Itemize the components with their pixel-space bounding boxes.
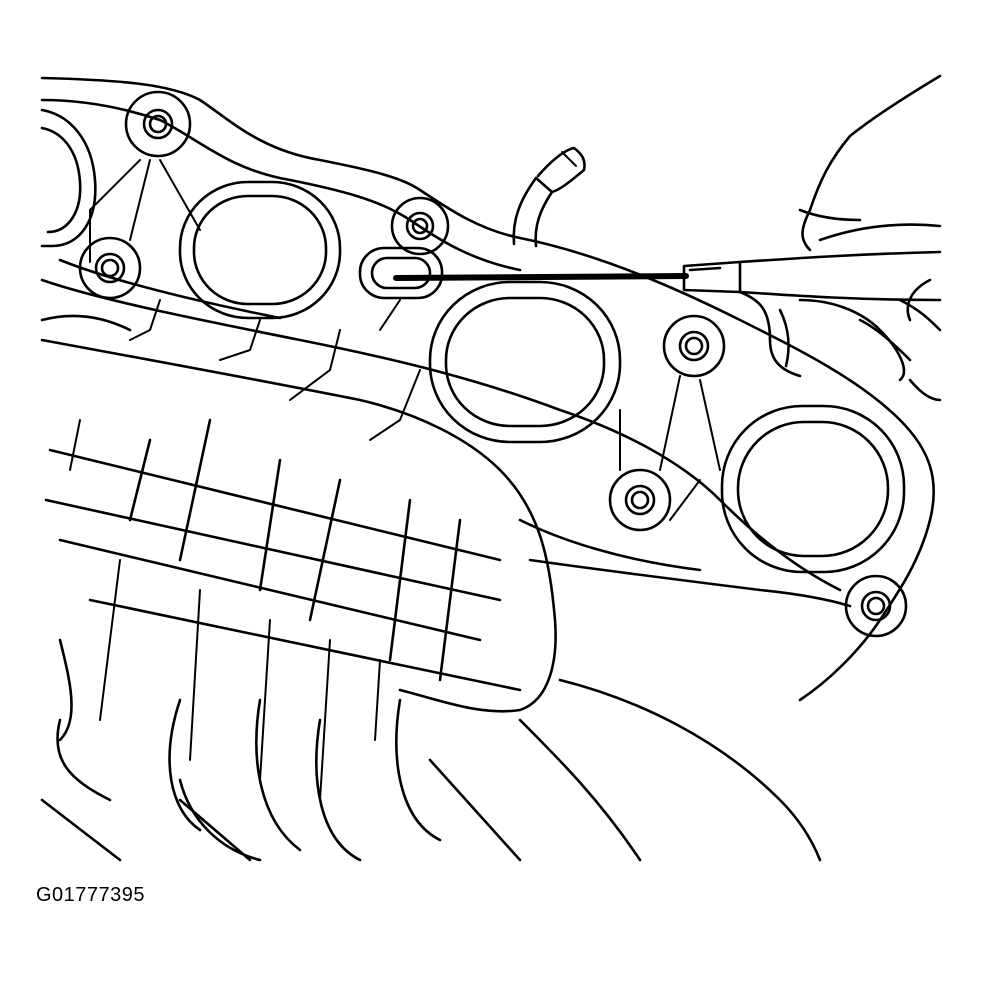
lower-intake-runners — [40, 314, 822, 862]
probe-tool — [393, 250, 942, 302]
slot-port — [358, 246, 444, 300]
vacuum-hose — [512, 146, 586, 248]
port-gasket-1 — [40, 108, 97, 248]
figure-id-label: G01777395 — [36, 884, 146, 906]
bolt-boss — [124, 90, 192, 158]
port-gasket-2 — [178, 180, 342, 320]
bolt-boss — [390, 196, 450, 256]
gasket-ribs — [89, 159, 721, 521]
hand-outline — [738, 74, 942, 402]
port-gasket-4 — [720, 404, 906, 574]
bolt-boss — [844, 574, 908, 638]
bolt-boss — [662, 314, 726, 378]
manifold-flange — [40, 76, 936, 702]
port-gasket-3 — [428, 280, 622, 444]
bolt-boss — [608, 468, 672, 532]
bolt-boss — [78, 236, 142, 300]
